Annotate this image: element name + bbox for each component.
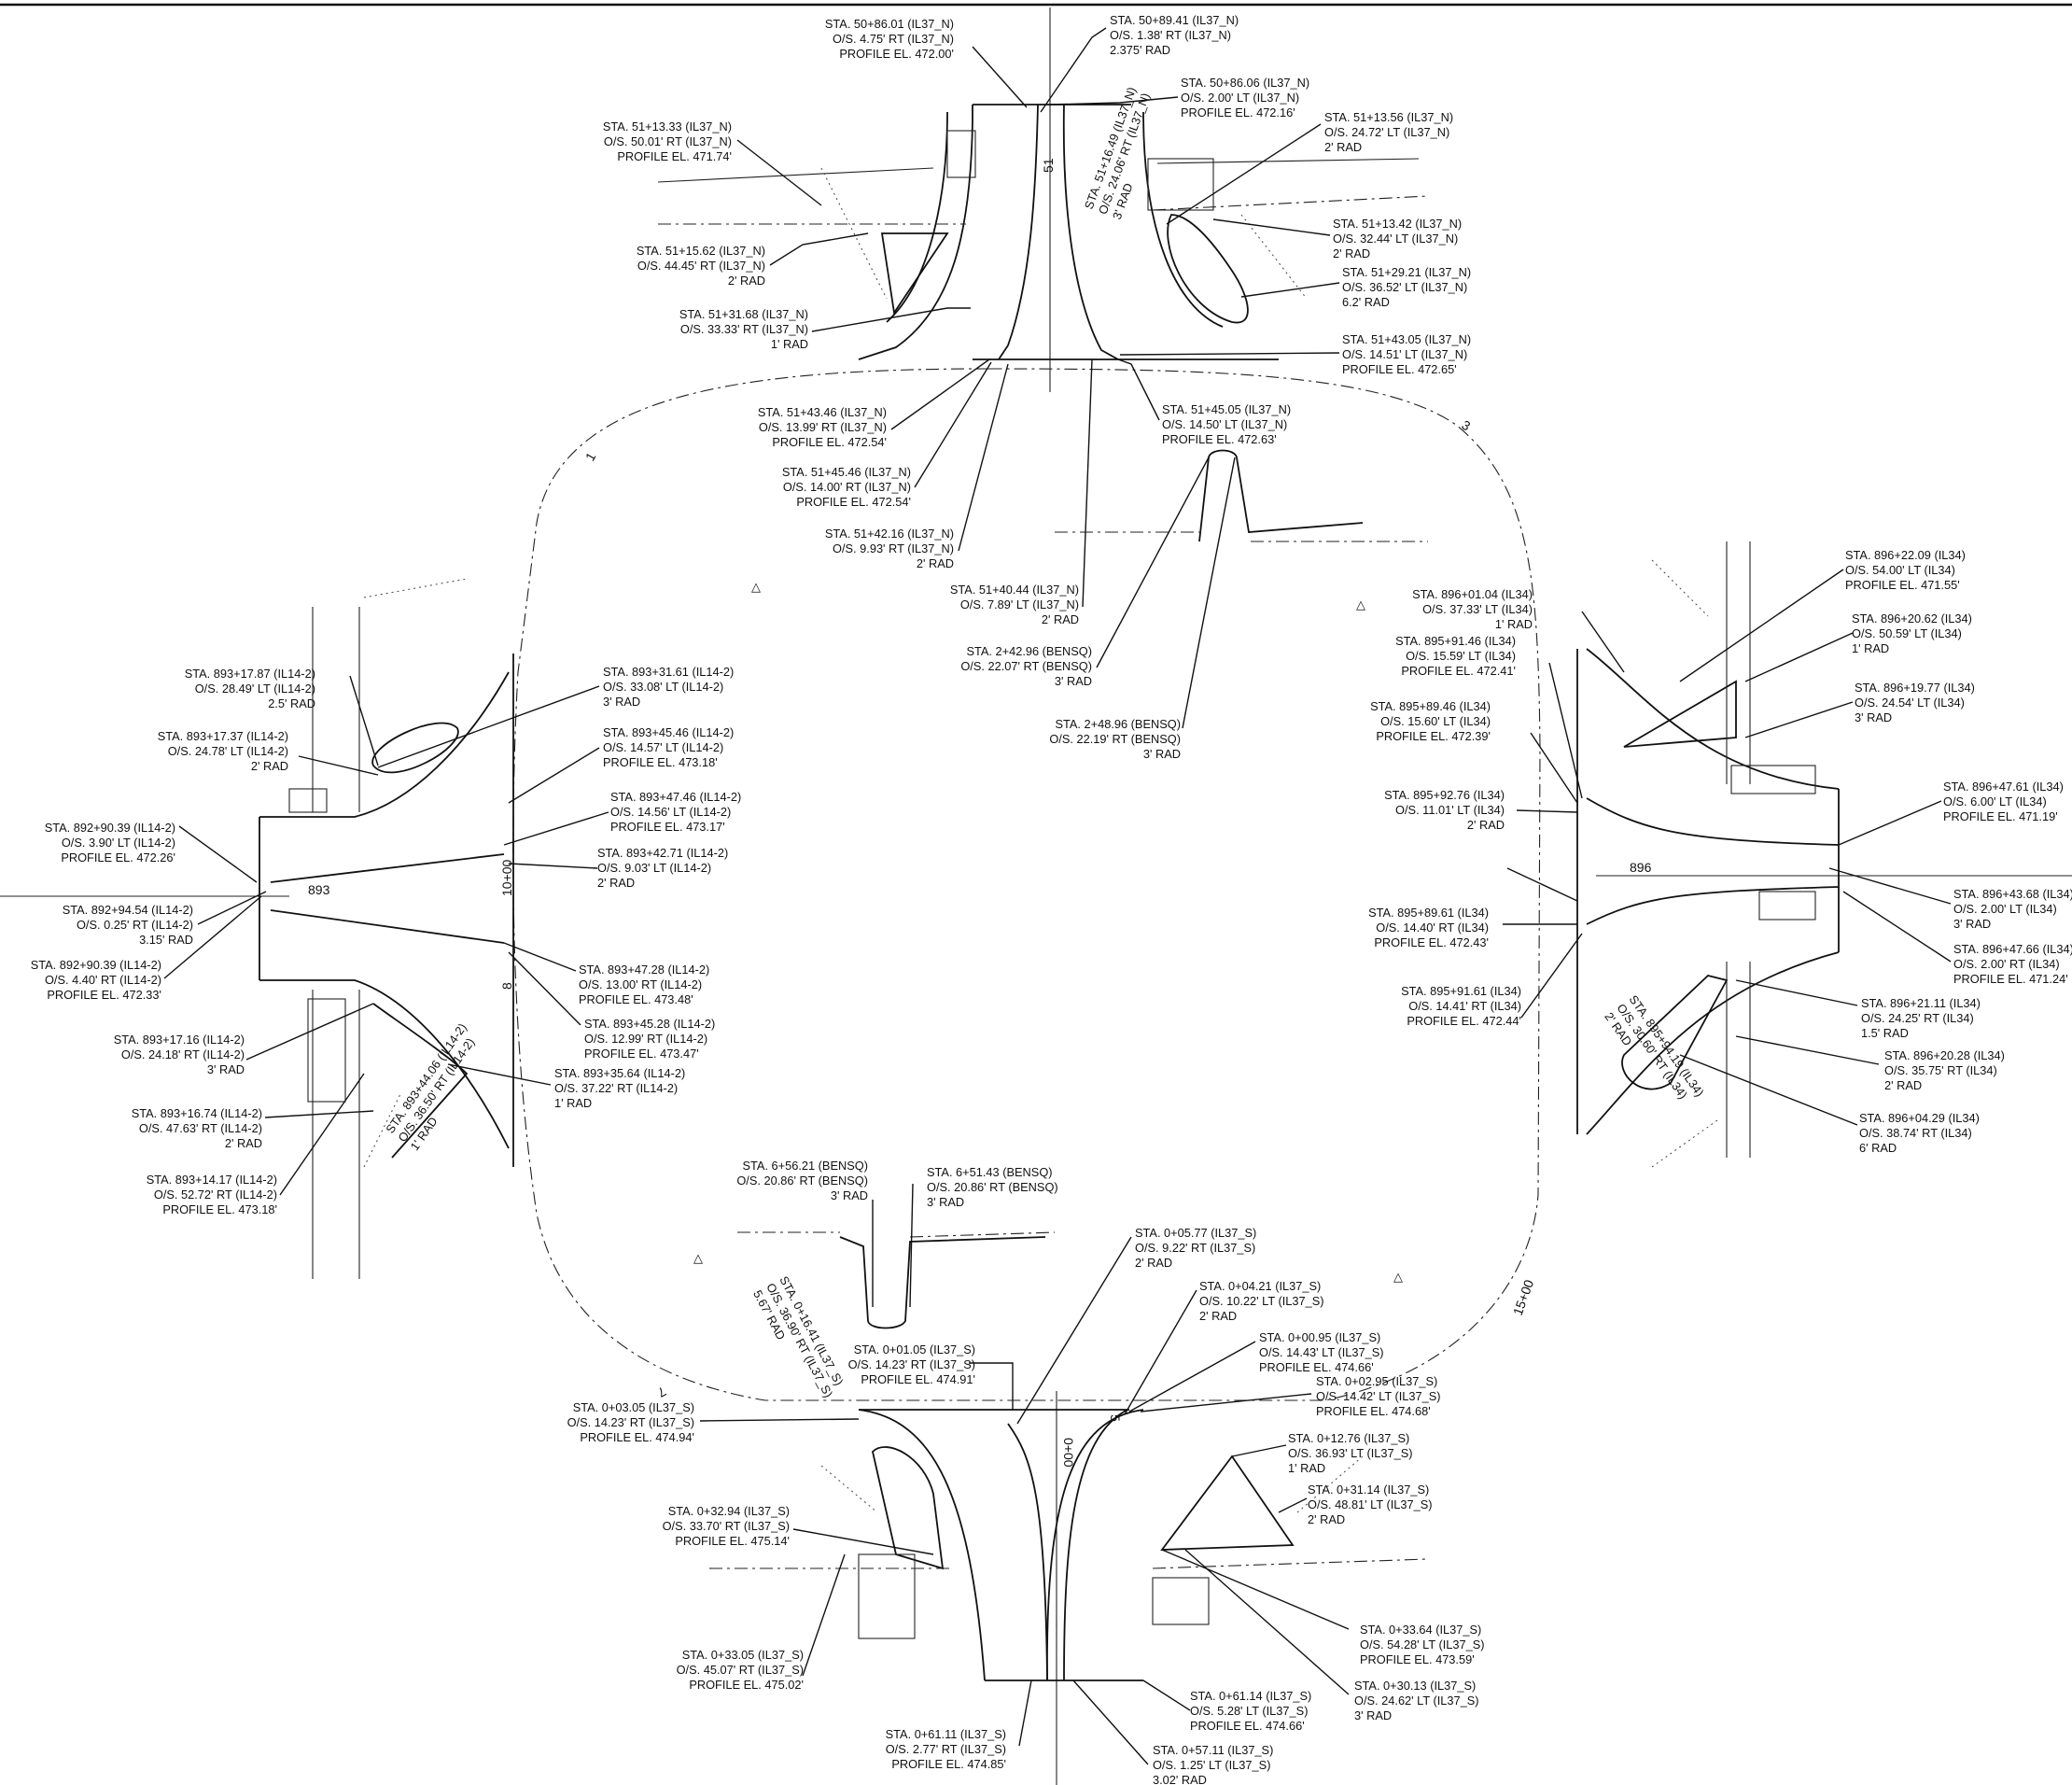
station-east-896: 896: [1630, 860, 1652, 875]
boundary-arc: [512, 368, 1541, 1401]
callout-s12: STA. 0+30.13 (IL37_S)O/S. 24.62' LT (IL3…: [1354, 1679, 1479, 1722]
callout-e11: STA. 896+47.66 (IL34)O/S. 2.00' RT (IL34…: [1953, 942, 2072, 986]
callout-e14: STA. 896+20.28 (IL34)O/S. 35.75' RT (IL3…: [1884, 1048, 2005, 1092]
callout-e4: STA. 895+91.46 (IL34)O/S. 15.59' LT (IL3…: [1395, 634, 1516, 678]
sight-lines: [363, 167, 1718, 1513]
callout-w12: STA. 893+45.28 (IL14-2)O/S. 12.99' RT (I…: [584, 1017, 715, 1061]
callout-s4: STA. 0+01.05 (IL37_S)O/S. 14.23' RT (IL3…: [848, 1342, 975, 1386]
callout-w4: STA. 893+45.46 (IL14-2)O/S. 14.57' LT (I…: [603, 725, 734, 769]
callout-w10: STA. 893+47.28 (IL14-2)O/S. 13.00' RT (I…: [579, 963, 709, 1006]
station-arc-1: 1: [582, 450, 599, 464]
station-south-15-00: 15+00: [1510, 1277, 1537, 1317]
callout-w1: STA. 893+17.87 (IL14-2)O/S. 28.49' LT (I…: [185, 667, 315, 710]
callout-b2: STA. 2+48.96 (BENSQ)O/S. 22.19' RT (BENS…: [1049, 717, 1181, 761]
callout-n6: STA. 51+13.42 (IL37_N)O/S. 32.44' LT (IL…: [1333, 217, 1462, 260]
survey-marks: △ △ △ △: [693, 580, 1403, 1284]
callout-e8: STA. 895+92.76 (IL34)O/S. 11.01' LT (IL3…: [1384, 788, 1505, 832]
callout-e10: STA. 895+89.61 (IL34)O/S. 14.40' RT (IL3…: [1368, 906, 1489, 949]
callout-n14: STA. 51+42.16 (IL37_N)O/S. 9.93' RT (IL3…: [825, 527, 954, 570]
north-bensq-notch: [1055, 449, 1428, 542]
south-bensq-notch: [737, 1231, 1056, 1329]
svg-text:△: △: [693, 1251, 703, 1265]
callout-w9: STA. 892+90.39 (IL14-2)O/S. 4.40' RT (IL…: [31, 958, 161, 1002]
callout-s7: STA. 0+12.76 (IL37_S)O/S. 36.93' LT (IL3…: [1288, 1431, 1413, 1475]
west-leg: [259, 607, 514, 1279]
callout-e5: STA. 896+19.77 (IL34)O/S. 24.54' LT (IL3…: [1855, 681, 1975, 724]
svg-text:△: △: [751, 580, 761, 594]
callout-e2: STA. 896+01.04 (IL34)O/S. 37.33' LT (IL3…: [1412, 587, 1533, 631]
callout-n10: STA. 51+43.05 (IL37_N)O/S. 14.51' LT (IL…: [1342, 332, 1471, 376]
callout-w14: STA. 893+16.74 (IL14-2)O/S. 47.63' RT (I…: [132, 1106, 262, 1150]
rotated-callout-r3: STA. 895+94.19 (IL34)O/S. 30.60' RT (IL3…: [1602, 992, 1706, 1117]
rotated-callout-r1: STA. 51+16.49 (IL37_N)O/S. 24.06' RT (IL…: [1082, 85, 1167, 221]
callout-e9: STA. 896+43.68 (IL34)O/S. 2.00' LT (IL34…: [1953, 887, 2072, 931]
station-west-8: 8: [499, 982, 514, 990]
rotated-callout-r4: STA. 0+16.41 (IL37_S)O/S. 36.90' RT (IL3…: [750, 1273, 849, 1407]
callout-w5: STA. 893+47.46 (IL14-2)O/S. 14.56' LT (I…: [610, 790, 741, 834]
callout-w11: STA. 893+17.16 (IL14-2)O/S. 24.18' RT (I…: [114, 1033, 245, 1076]
callout-s6: STA. 0+03.05 (IL37_S)O/S. 14.23' RT (IL3…: [567, 1400, 694, 1444]
station-north-51: 51: [1041, 158, 1056, 173]
callout-w7: STA. 893+42.71 (IL14-2)O/S. 9.03' LT (IL…: [597, 846, 728, 890]
callout-w2: STA. 893+31.61 (IL14-2)O/S. 33.08' LT (I…: [603, 665, 734, 709]
callout-e7: STA. 896+47.61 (IL34)O/S. 6.00' LT (IL34…: [1943, 780, 2064, 823]
callouts: STA. 50+86.01 (IL37_N)O/S. 4.75' RT (IL3…: [31, 13, 2072, 1785]
callout-n13: STA. 51+45.46 (IL37_N)O/S. 14.00' RT (IL…: [782, 465, 911, 509]
svg-text:△: △: [1356, 597, 1365, 611]
callout-n4: STA. 51+13.33 (IL37_N)O/S. 50.01' RT (IL…: [603, 119, 732, 163]
callout-n7: STA. 51+15.62 (IL37_N)O/S. 44.45' RT (IL…: [637, 244, 765, 288]
callout-w3: STA. 893+17.37 (IL14-2)O/S. 24.78' LT (I…: [158, 729, 288, 773]
callout-n9: STA. 51+31.68 (IL37_N)O/S. 33.33' RT (IL…: [679, 307, 808, 351]
station-south-0-00: 0+00: [1061, 1438, 1076, 1468]
callout-s5: STA. 0+02.95 (IL37_S)O/S. 14.42' LT (IL3…: [1316, 1374, 1441, 1418]
station-west-893: 893: [308, 882, 330, 897]
callout-w15: STA. 893+14.17 (IL14-2)O/S. 52.72' RT (I…: [147, 1173, 277, 1216]
callout-e6: STA. 895+89.46 (IL34)O/S. 15.60' LT (IL3…: [1370, 699, 1491, 743]
south-leg: [709, 1409, 1429, 1681]
callout-n12: STA. 51+45.05 (IL37_N)O/S. 14.50' LT (IL…: [1162, 402, 1291, 446]
callout-n2: STA. 50+89.41 (IL37_N)O/S. 1.38' RT (IL3…: [1110, 13, 1239, 57]
callout-n15: STA. 51+40.44 (IL37_N)O/S. 7.89' LT (IL3…: [950, 583, 1079, 626]
callout-s1: STA. 0+05.77 (IL37_S)O/S. 9.22' RT (IL37…: [1135, 1226, 1256, 1270]
callout-n1: STA. 50+86.01 (IL37_N)O/S. 4.75' RT (IL3…: [825, 17, 954, 61]
callout-b3: STA. 6+56.21 (BENSQ)O/S. 20.86' RT (BENS…: [736, 1159, 868, 1202]
station-west-10-00: 10+00: [499, 859, 514, 896]
callout-s10: STA. 0+33.64 (IL37_S)O/S. 54.28' LT (IL3…: [1360, 1623, 1485, 1666]
callout-b4: STA. 6+51.43 (BENSQ)O/S. 20.86' RT (BENS…: [927, 1165, 1058, 1209]
callout-s2: STA. 0+04.21 (IL37_S)O/S. 10.22' LT (IL3…: [1199, 1279, 1324, 1323]
callout-s15: STA. 0+57.11 (IL37_S)O/S. 1.25' LT (IL37…: [1153, 1743, 1273, 1785]
callout-s11: STA. 0+33.05 (IL37_S)O/S. 45.07' RT (IL3…: [677, 1648, 804, 1692]
callout-n5: STA. 51+13.56 (IL37_N)O/S. 24.72' LT (IL…: [1324, 110, 1453, 154]
callout-s14: STA. 0+61.11 (IL37_S)O/S. 2.77' RT (IL37…: [886, 1727, 1006, 1771]
north-leg: [657, 104, 1429, 360]
callout-n11: STA. 51+43.46 (IL37_N)O/S. 13.99' RT (IL…: [758, 405, 887, 449]
callout-b1: STA. 2+42.96 (BENSQ)O/S. 22.07' RT (BENS…: [960, 644, 1092, 688]
rotated-callouts: STA. 51+16.49 (IL37_N)O/S. 24.06' RT (IL…: [383, 85, 1707, 1407]
callout-n8: STA. 51+29.21 (IL37_N)O/S. 36.52' LT (IL…: [1342, 265, 1471, 309]
centerlines: [0, 7, 2072, 1785]
callout-w13: STA. 893+35.64 (IL14-2)O/S. 37.22' RT (I…: [554, 1066, 685, 1110]
callout-e3: STA. 896+20.62 (IL34)O/S. 50.59' LT (IL3…: [1852, 611, 1972, 655]
station-arc-3: 3: [1460, 417, 1474, 434]
station-south-5: 5: [1108, 1414, 1123, 1422]
callout-e15: STA. 896+04.29 (IL34)O/S. 38.74' RT (IL3…: [1859, 1111, 1980, 1155]
callout-s3: STA. 0+00.95 (IL37_S)O/S. 14.43' LT (IL3…: [1259, 1330, 1384, 1374]
callout-e12: STA. 895+91.61 (IL34)O/S. 14.41' RT (IL3…: [1401, 984, 1521, 1028]
callout-s13: STA. 0+61.14 (IL37_S)O/S. 5.28' LT (IL37…: [1190, 1689, 1311, 1733]
callout-e1: STA. 896+22.09 (IL34)O/S. 54.00' LT (IL3…: [1845, 548, 1966, 592]
callout-e13: STA. 896+21.11 (IL34)O/S. 24.25' RT (IL3…: [1861, 996, 1981, 1040]
callout-w6: STA. 892+90.39 (IL14-2)O/S. 3.90' LT (IL…: [45, 821, 175, 864]
callout-s9: STA. 0+32.94 (IL37_S)O/S. 33.70' RT (IL3…: [663, 1504, 790, 1548]
callout-s8: STA. 0+31.14 (IL37_S)O/S. 48.81' LT (IL3…: [1308, 1483, 1433, 1526]
callout-n3: STA. 50+86.06 (IL37_N)O/S. 2.00' LT (IL3…: [1181, 76, 1309, 119]
station-arc-7: 7: [655, 1384, 669, 1400]
callout-w8: STA. 892+94.54 (IL14-2)O/S. 0.25' RT (IL…: [63, 903, 193, 947]
east-leg: [1576, 541, 1840, 1158]
leader-lines: [163, 27, 1952, 1765]
svg-text:△: △: [1393, 1270, 1403, 1284]
